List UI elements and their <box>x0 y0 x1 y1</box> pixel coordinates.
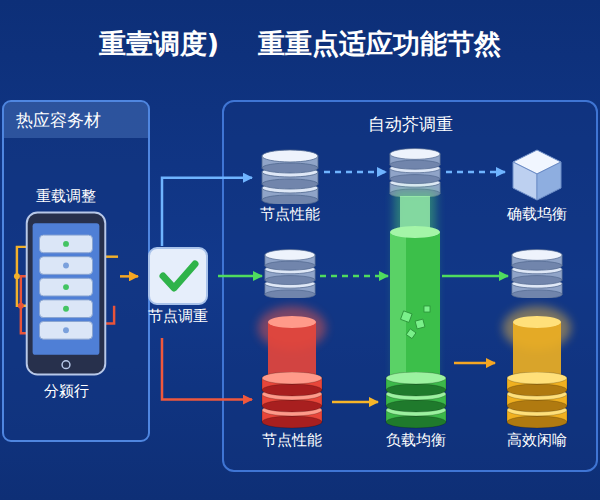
group-panel: 自动芥调重节点性能确载坞衡节点性能负载均衡高效闲喻 <box>222 100 598 472</box>
stack-shape <box>252 312 332 430</box>
database-node: 节点性能 <box>252 146 328 234</box>
check-shape <box>138 246 218 306</box>
stack-icon <box>507 316 567 428</box>
node-label: 高效闲喻 <box>507 430 567 450</box>
node-label: 热应容务材 <box>4 102 148 138</box>
stack-icon <box>262 316 322 428</box>
check-node: 节点调重 <box>138 246 218 338</box>
disks-icon <box>386 372 446 428</box>
check-icon <box>149 248 207 304</box>
node-label: 重载调整 <box>36 186 96 206</box>
phone-node: 重载调整分颍行 <box>12 186 120 426</box>
stack-node: 负载均衡 <box>378 372 454 458</box>
db-icon <box>262 150 318 204</box>
node-label: 节点性能 <box>262 430 322 450</box>
disks-shape <box>378 372 454 430</box>
db-shape <box>252 146 328 204</box>
node-label: 节点调重 <box>148 306 208 326</box>
diagram-title: 重壹调度) 重重点适应功能节然 <box>0 26 600 62</box>
node-label: 节点性能 <box>260 204 320 224</box>
stack-node: 节点性能 <box>252 312 332 458</box>
node-label: 负载均衡 <box>386 430 446 450</box>
node-label: 分颍行 <box>44 381 89 401</box>
node-label: 自动芥调重 <box>224 114 596 134</box>
stack-node: 高效闲喻 <box>495 312 579 458</box>
group-panel: 热应容务材重载调整分颍行 <box>2 100 150 442</box>
node-label: 确载坞衡 <box>507 204 567 224</box>
phone-icon <box>14 213 118 375</box>
phone-shape <box>12 206 120 381</box>
cube-node: 确载坞衡 <box>495 144 579 234</box>
stack-shape <box>495 312 579 430</box>
cube-icon <box>513 150 561 200</box>
cube-shape <box>495 144 579 204</box>
